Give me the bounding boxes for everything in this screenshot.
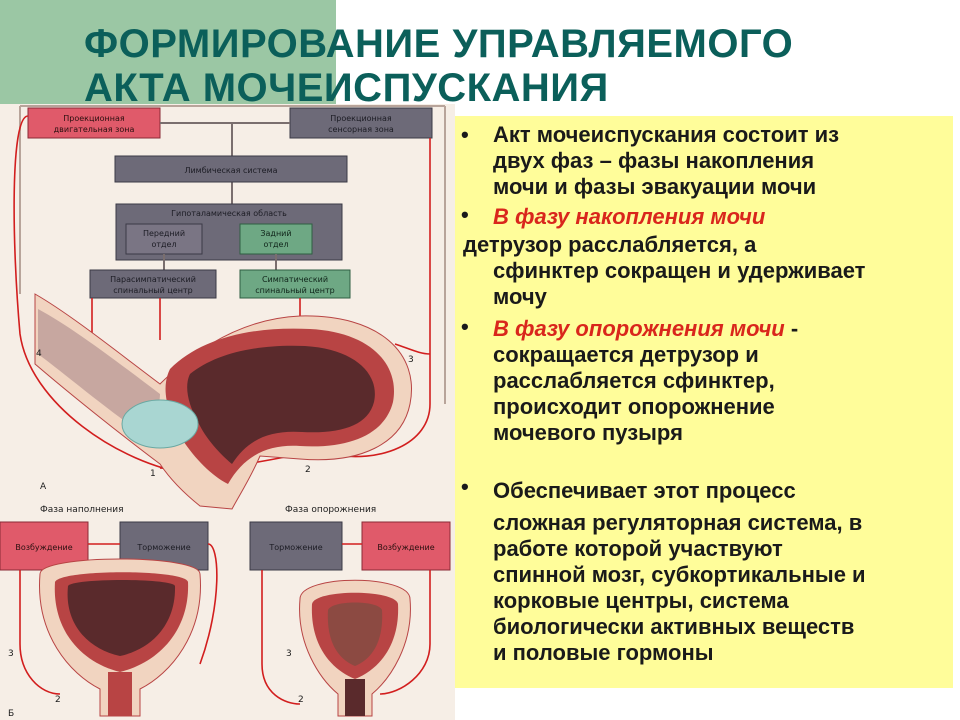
p4-line-3: спинной мозг, субкортикальные и [493,562,866,587]
svg-text:Проекционная: Проекционная [330,114,392,123]
regulation-lines: сложная регуляторная система, в работе к… [493,510,945,666]
svg-text:двигательная зона: двигательная зона [54,125,135,134]
box-posterior: Задний отдел [239,223,313,255]
slide-title: ФОРМИРОВАНИЕ УПРАВЛЯЕМОГО АКТА МОЧЕИСПУС… [84,22,944,110]
p4-line-1: сложная регуляторная система, в [493,510,863,535]
svg-text:Задний: Задний [260,229,291,238]
svg-text:Симпатический: Симпатический [262,275,328,284]
accumulation-heading: В фазу накопления мочи [493,204,766,229]
bullet-4: • [461,474,469,499]
svg-text:Парасимпатический: Парасимпатический [110,275,196,284]
p2-line-1: детрузор расслабляется, а [463,232,757,257]
p1-line-2: двух фаз – фазы накопления [493,148,815,173]
paragraph-phases: • Акт мочеиспускания состоит из двух фаз… [455,122,945,200]
p3-line-2: расслабляется сфинктер, [493,368,775,393]
phase-emptying-label: Фаза опорожнения [285,505,376,515]
box-excitation-right: Возбуждение [361,521,451,571]
bullet-1: • [461,122,469,147]
p1-line-1: Акт мочеиспускания состоит из [493,122,840,147]
label-number-2-right: 2 [298,695,304,705]
label-number-1: 1 [150,469,156,479]
p3-line-3: происходит опорожнение [493,394,775,419]
svg-text:сенсорная зона: сенсорная зона [328,125,394,134]
accumulation-cont-lines: сфинктер сокращен и удерживает мочу [493,258,945,310]
box-projection-motor: Проекционная двигательная зона [27,107,161,139]
emptying-heading-dash: - [784,316,799,341]
paragraph-accumulation: • В фазу накопления мочи детрузор рассла… [455,202,945,310]
title-line-2: АКТА МОЧЕИСПУСКАНИЯ [84,66,609,110]
p3-line-4: мочевого пузыря [493,420,683,445]
svg-text:отдел: отдел [263,240,288,249]
box-inhibition-right: Торможение [249,521,343,571]
p3-line-1: сокращается детрузор и [493,342,759,367]
paragraph-emptying: • В фазу опорожнения мочи - сокращается … [455,314,945,446]
label-b: Б [8,709,14,719]
emptying-lines: сокращается детрузор и расслабляется сфи… [493,342,945,446]
emptying-heading: В фазу опорожнения мочи [493,316,785,341]
box-parasympathetic: Парасимпатический спинальный центр [89,269,217,299]
svg-text:Лимбическая система: Лимбическая система [184,166,277,175]
diagram-labels-a: 4 3 1 2 А [36,349,414,492]
label-number-3-left: 3 [8,649,14,659]
text-panel: • Акт мочеиспускания состоит из двух фаз… [455,116,953,688]
svg-text:спинальный центр: спинальный центр [113,286,192,295]
bladder-illustration-filling [39,558,201,717]
bladder-regulation-diagram: Проекционная двигательная зона Проекцион… [0,104,455,720]
svg-text:спинальный центр: спинальный центр [255,286,334,295]
nerve-lines-lower [19,543,431,705]
bullet-2: • [461,202,469,227]
p4-line-4: корковые центры, система [493,588,789,613]
label-number-4: 4 [36,349,42,359]
label-number-3-right: 3 [286,649,292,659]
box-anterior: Передний отдел [125,223,203,255]
bladder-illustration-emptying [299,579,411,717]
emptying-heading-row: В фазу опорожнения мочи - [493,316,945,342]
svg-text:Гипоталамическая область: Гипоталамическая область [171,209,287,218]
p4-line-5: биологически активных веществ [493,614,855,639]
box-sympathetic: Симпатический спинальный центр [239,269,351,299]
title-line-1: ФОРМИРОВАНИЕ УПРАВЛЯЕМОГО [84,22,794,66]
connector-lines-lower [163,254,277,270]
label-number-3: 3 [408,355,414,365]
label-number-2-left: 2 [55,695,61,705]
svg-text:Торможение: Торможение [268,543,322,552]
accumulation-first-line: детрузор расслабляется, а [463,232,945,258]
p2-line-3: мочу [493,284,547,309]
regulation-first-line: Обеспечивает этот процесс [493,478,796,503]
box-projection-sensory: Проекционная сенсорная зона [289,107,433,139]
p4-line-6: и половые гормоны [493,640,714,665]
label-number-2: 2 [305,465,311,475]
bullet-3: • [461,314,469,339]
p2-line-2: сфинктер сокращен и удерживает [493,258,866,283]
paragraph-phases-lines: Акт мочеиспускания состоит из двух фаз –… [493,122,945,200]
p1-line-3: мочи и фазы эвакуации мочи [493,174,817,199]
diagram-frame-lines [19,105,446,404]
diagram-labels-b: 3 2 3 2 Б [8,649,304,719]
bladder-illustration-a [34,293,412,510]
phase-filling-label: Фаза наполнения [40,505,124,515]
box-limbic: Лимбическая система [114,155,348,183]
svg-text:Возбуждение: Возбуждение [15,543,72,552]
p4-line-2: работе которой участвуют [493,536,783,561]
svg-text:отдел: отдел [151,240,176,249]
title-accent-block [0,0,336,104]
paragraph-regulation: • Обеспечивает этот процесс сложная регу… [455,474,945,666]
svg-text:Торможение: Торможение [136,543,190,552]
svg-text:Проекционная: Проекционная [63,114,125,123]
svg-text:Передний: Передний [143,229,185,238]
label-a: А [40,482,47,492]
svg-text:Возбуждение: Возбуждение [377,543,434,552]
